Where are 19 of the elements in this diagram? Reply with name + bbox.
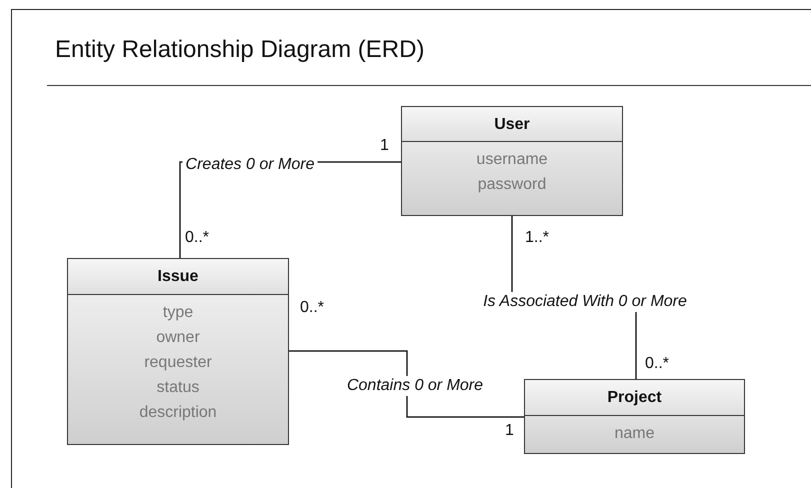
attribute-text: username xyxy=(476,150,548,170)
multiplicity-label: 0..* xyxy=(645,355,670,373)
multiplicity-label: 1 xyxy=(380,137,389,155)
entity-box xyxy=(67,258,289,445)
diagram-title: Entity Relationship Diagram (ERD) xyxy=(55,36,424,64)
attribute-text: owner xyxy=(156,328,200,348)
multiplicity-label: 0..* xyxy=(185,229,210,247)
connector-line xyxy=(289,350,524,418)
attribute-text: status xyxy=(156,378,200,398)
multiplicity-label: 1 xyxy=(505,422,514,440)
multiplicity-label: 1..* xyxy=(525,229,550,247)
attribute-text: type xyxy=(162,303,194,323)
multiplicity-label: 0..* xyxy=(300,299,324,317)
attribute-text: password xyxy=(478,175,546,195)
entity-box xyxy=(524,379,745,454)
attribute-text: name xyxy=(614,424,655,444)
attribute-text: requester xyxy=(144,353,212,373)
entity-box xyxy=(401,106,623,216)
attribute-text: description xyxy=(139,403,217,423)
